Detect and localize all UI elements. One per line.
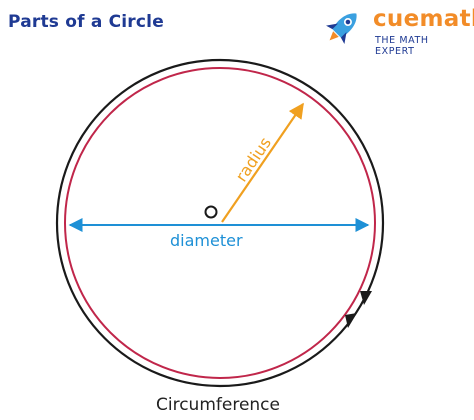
brand-logo: cuemath THE MATH EXPERT xyxy=(320,4,474,57)
center-point xyxy=(204,205,218,219)
circumference-inner-circle xyxy=(64,67,376,379)
rocket-icon xyxy=(326,13,357,44)
brand-name: cuemath xyxy=(373,6,474,32)
circumference-arrow-2 xyxy=(345,313,357,328)
diameter-label: diameter xyxy=(170,231,243,250)
page-title: Parts of a Circle xyxy=(8,12,164,32)
circumference-outer-circle xyxy=(55,58,385,388)
circumference-arrow-1 xyxy=(360,291,372,305)
circumference-label: Circumference xyxy=(156,395,280,415)
brand-tagline: THE MATH EXPERT xyxy=(375,35,429,57)
radius-line xyxy=(221,102,304,223)
